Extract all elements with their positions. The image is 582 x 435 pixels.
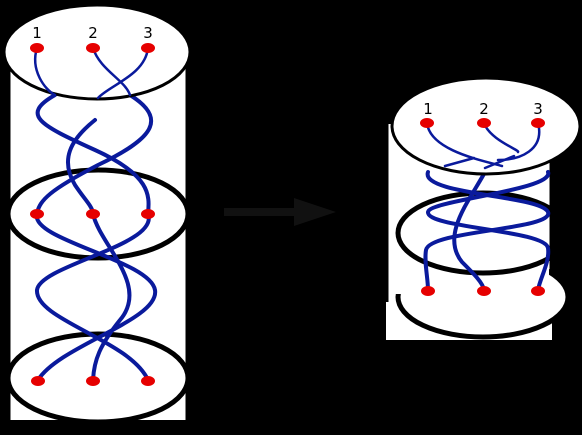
right-strand-a — [423, 170, 550, 292]
left-top-point-2 — [86, 43, 100, 53]
right-bottom-point-1 — [421, 286, 435, 296]
right-label-3: 3 — [533, 100, 543, 118]
right-strand-c — [452, 170, 487, 292]
right-label-1: 1 — [423, 100, 433, 118]
right-top-point-2 — [477, 118, 491, 128]
left-strands — [34, 93, 158, 382]
right-top-point-1 — [420, 118, 434, 128]
left-strand-c-lower — [91, 212, 132, 382]
left-mid-point-3 — [141, 209, 155, 219]
left-label-2: 2 — [88, 24, 98, 42]
left-bottom-point-1 — [31, 376, 45, 386]
left-label-3: 3 — [143, 24, 153, 42]
left-middle-disc — [5, 167, 191, 261]
right-arrow-icon — [224, 198, 336, 226]
left-top-strand-2 — [91, 46, 132, 97]
left-bottom-point-3 — [141, 376, 155, 386]
left-cylinder: 1 2 3 — [2, 3, 192, 425]
left-strand-a-upper — [35, 93, 151, 215]
left-top-strand-1 — [34, 46, 57, 97]
left-mid-point-1 — [30, 209, 44, 219]
right-bottom-point-2 — [477, 286, 491, 296]
left-cylinder-body — [8, 50, 188, 420]
right-top-point-3 — [531, 118, 545, 128]
left-strand-b-upper — [35, 93, 154, 215]
right-strands — [423, 170, 551, 292]
left-strand-a-lower — [34, 212, 158, 382]
right-top-strand-under-1 — [443, 156, 476, 168]
right-top-strand-under-2 — [483, 154, 516, 170]
left-top-point-3 — [141, 43, 155, 53]
right-label-2: 2 — [479, 100, 489, 118]
right-cylinder: 1 2 3 — [383, 76, 582, 340]
left-top-points — [30, 43, 155, 53]
left-top-point-1 — [30, 43, 44, 53]
left-strand-c-upper — [65, 118, 97, 215]
left-points — [30, 209, 155, 386]
left-top-strands — [34, 46, 150, 100]
left-bottom-point-2 — [86, 376, 100, 386]
left-mid-point-2 — [86, 209, 100, 219]
right-top-points — [420, 118, 545, 128]
left-top-strand-3 — [96, 46, 150, 100]
right-bottom-point-3 — [531, 286, 545, 296]
right-strand-b — [426, 170, 551, 292]
left-strand-b-lower — [34, 212, 151, 382]
left-bottom-disc — [5, 331, 191, 425]
left-label-1: 1 — [32, 24, 42, 42]
right-points — [421, 286, 545, 296]
